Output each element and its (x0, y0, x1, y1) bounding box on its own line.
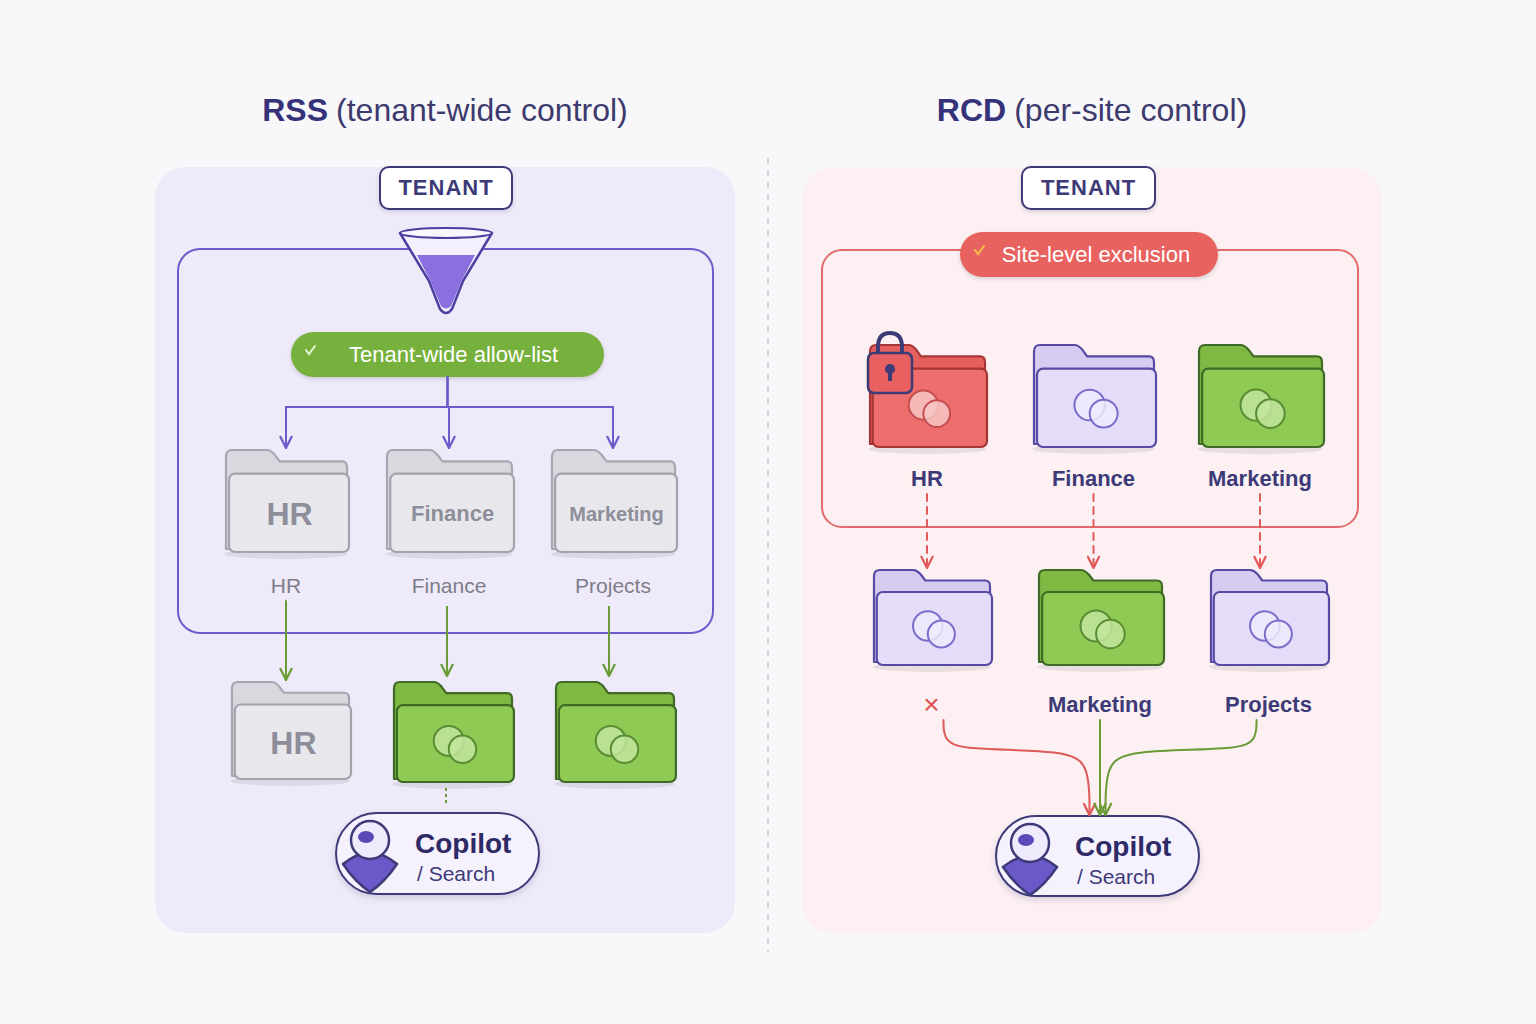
flow-arrow (446, 606, 448, 676)
folder-glyph (923, 400, 950, 427)
folder-label: Finance (390, 474, 515, 555)
panel-title: (per-site control) (1014, 92, 1247, 128)
pill-label: Site-level exclusion (960, 232, 1218, 277)
copilot-label: Copilot (1075, 831, 1171, 863)
site-folder: Projects (1207, 568, 1330, 720)
folder-front (877, 592, 992, 665)
copilot-label: / Search (417, 862, 495, 886)
folder-icon (1207, 568, 1330, 668)
folder-front (1037, 369, 1156, 447)
site-folder: FinanceFinance (383, 448, 515, 601)
folder-glyph (1096, 620, 1125, 649)
flow-arrow (608, 606, 610, 676)
folder-label: Marketing (555, 474, 678, 555)
copilot-pill: Copilot/ Search (335, 812, 540, 895)
copilot-pill: Copilot/ Search (995, 815, 1200, 897)
pill-label: Tenant-wide allow-list (291, 332, 604, 377)
tenant-label: TENANT (1023, 168, 1154, 208)
folder-front (1202, 369, 1324, 447)
tenant-box: TENANT (1021, 166, 1156, 210)
site-folder: MarketingProjects (548, 448, 678, 601)
check-icon (303, 342, 319, 358)
site-folder: HR (228, 680, 352, 782)
lock-keyhole (888, 371, 892, 381)
tenant-label: TENANT (381, 168, 511, 208)
folder-label: HR (836, 464, 1018, 494)
folder-label: Marketing (1165, 464, 1355, 494)
folder-icon (1035, 568, 1165, 668)
folder-front (1042, 592, 1164, 665)
check-mark (306, 346, 315, 354)
allow-list-pill: Tenant-wide allow-list (291, 332, 604, 377)
funnel-rim (400, 228, 492, 238)
folder-glyph (449, 736, 477, 764)
folder-label: Finance (353, 571, 545, 601)
panel: RCD(per-site control)TENANTSite-level ex… (802, 167, 1382, 933)
folder-icon (548, 448, 678, 555)
site-folder: Marketing (1035, 568, 1165, 720)
copilot-icon (995, 815, 1075, 905)
copilot-label: / Search (1077, 865, 1155, 889)
folder-icon (555, 682, 676, 789)
folder-glyph (1090, 400, 1118, 428)
site-folder: Finance (1030, 343, 1157, 494)
folder-icon (393, 682, 514, 789)
tenant-box: TENANT (379, 166, 513, 210)
copilot-label: Copilot (415, 828, 511, 860)
folder-glyph (1265, 620, 1292, 647)
site-folder: × (870, 568, 993, 720)
folder-icon (866, 343, 988, 450)
site-folder: Marketing (1195, 343, 1325, 494)
icon-eye (358, 831, 374, 843)
folder-front (873, 369, 987, 447)
icon-head (351, 821, 389, 859)
copilot-icon (335, 812, 415, 902)
site-folder: HRHR (222, 448, 350, 601)
check-icon (972, 242, 988, 258)
folder-front (559, 705, 676, 782)
site-folder: HR (866, 343, 988, 494)
folder-glyph (611, 736, 639, 764)
folder-label: × (840, 690, 1023, 720)
folder-label: HR (192, 571, 380, 601)
icon-eye (1018, 834, 1034, 846)
check-mark (975, 246, 984, 254)
folder-icon (870, 568, 993, 668)
folder-glyph (928, 620, 955, 647)
folder-icon (1030, 343, 1157, 450)
folder-front (397, 705, 514, 782)
panel-heading: RCD(per-site control) (802, 85, 1382, 135)
panel-heading: RSS(tenant-wide control) (155, 85, 735, 135)
panel-title: RSS (262, 92, 328, 128)
folder-label: Finance (1000, 464, 1187, 494)
folder-label: Projects (518, 571, 708, 601)
folder-glyph (1256, 399, 1285, 428)
folder-icon (1195, 343, 1325, 450)
panel-divider (767, 158, 769, 952)
folder-label: Projects (1177, 690, 1360, 720)
folder-label: Marketing (1005, 690, 1195, 720)
panel-title: RCD (937, 92, 1006, 128)
panel-title: (tenant-wide control) (336, 92, 628, 128)
folder-front (1214, 592, 1329, 665)
lock-body (868, 353, 912, 393)
icon-head (1011, 824, 1049, 862)
folder-label: HR (229, 474, 350, 555)
exclusion-pill: Site-level exclusion (960, 232, 1218, 277)
folder-label: HR (235, 704, 352, 782)
